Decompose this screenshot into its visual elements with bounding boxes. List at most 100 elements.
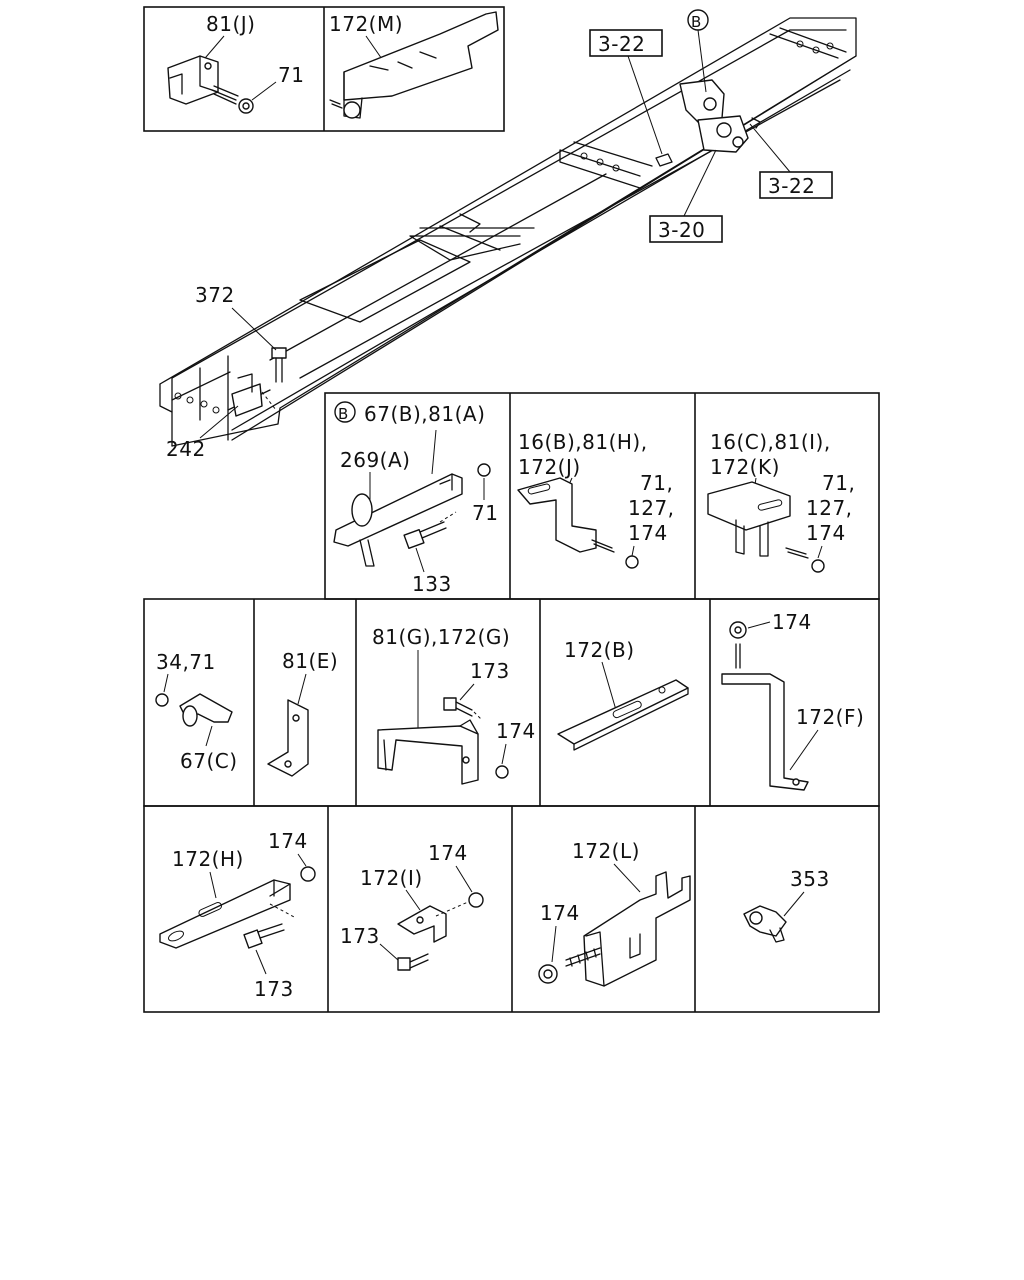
label-174-l: 174 (540, 901, 580, 925)
bracket-172m (329, 11, 499, 119)
leader-174-g (501, 743, 507, 765)
leader-ref-3-20 (683, 149, 717, 217)
leader-71 (251, 81, 277, 101)
cell-172l: 172(L) 174 (538, 839, 691, 987)
bracket-81j (167, 55, 219, 105)
leader-67b (431, 429, 437, 475)
leader-353 (783, 891, 805, 917)
leader-81e (297, 673, 307, 705)
leader-k-174 (817, 545, 823, 559)
label-k-127: 127, (806, 496, 853, 520)
cell-67c: 34,71 67(C) (155, 650, 237, 773)
label-71-b: 71 (472, 501, 498, 525)
bracket-81g (377, 725, 479, 785)
label-j-127: 127, (628, 496, 675, 520)
nut-71 (238, 98, 254, 114)
cell-172b: 172(B) (557, 638, 689, 751)
leader-173-h (255, 949, 267, 975)
label-174-g: 174 (496, 719, 536, 743)
callout-b: B (691, 13, 702, 31)
ref-3-22-right: 3-22 (768, 174, 815, 198)
cell-353: 353 (743, 867, 830, 943)
inset-panels: 81(J) 71 172(M) (143, 6, 505, 132)
nut-174-k (811, 559, 825, 573)
leader-ref-right (749, 123, 791, 173)
ref-3-22-top: 3-22 (598, 32, 645, 56)
cell-67b-81a: B 67(B),81(A) 269(A) 71 133 (333, 401, 498, 596)
label-242: 242 (166, 437, 206, 461)
label-353: 353 (790, 867, 830, 891)
bracket-172k (707, 481, 791, 531)
leader-174-i (455, 865, 473, 893)
leader-372 (231, 307, 277, 351)
cell-81e: 81(E) (267, 649, 338, 777)
label-174-f: 174 (772, 610, 812, 634)
nut-71-b (477, 463, 491, 477)
nut-174-h (300, 866, 316, 882)
bolt-372 (271, 347, 287, 383)
plate-172b (557, 679, 689, 745)
cell-172j: 16(B),81(H), 172(J) 71, 127, 174 (517, 430, 675, 569)
bracket-172l (583, 871, 691, 987)
leader-67c (205, 725, 213, 747)
leader-133 (415, 547, 425, 573)
label-j-71: 71, (640, 471, 673, 495)
label-81e: 81(E) (282, 649, 338, 673)
label-269a: 269(A) (340, 448, 410, 472)
bracket-172j (517, 477, 597, 553)
leader-172b (601, 661, 617, 711)
leader-242 (199, 405, 239, 439)
label-172h: 172(H) (172, 847, 244, 871)
leader-callout-b (697, 29, 707, 93)
label-j-174: 174 (628, 521, 668, 545)
leader-172h (209, 871, 217, 899)
parts-grid-frame (143, 392, 880, 1013)
label-16c-81i: 16(C),81(I), (710, 430, 831, 454)
bracket-242 (231, 373, 263, 417)
bolt-133 (403, 521, 447, 550)
label-172j: 172(J) (518, 455, 581, 479)
label-172f: 172(F) (796, 705, 864, 729)
nut-174-f (729, 621, 747, 639)
bracket-172h (159, 879, 291, 949)
label-172m: 172(M) (329, 12, 403, 36)
label-173-h: 173 (254, 977, 294, 1001)
leader-172f (789, 729, 819, 771)
leader-ref-top (627, 55, 663, 155)
bracket-172i (397, 905, 447, 943)
label-16b-81h: 16(B),81(H), (518, 430, 648, 454)
hole-67c (182, 705, 198, 727)
bolt-81j (211, 85, 239, 105)
label-173-i: 173 (340, 924, 380, 948)
label-372: 372 (195, 283, 235, 307)
label-172i: 172(I) (360, 866, 423, 890)
label-67b-81a: 67(B),81(A) (364, 402, 485, 426)
bolt-173-g (443, 697, 473, 717)
leader-174-h (297, 853, 307, 867)
label-k-174: 174 (806, 521, 846, 545)
ref-box-3-22-right (759, 171, 833, 199)
label-133: 133 (412, 572, 452, 596)
label-174-h: 174 (268, 829, 308, 853)
ref-box-3-22-top (589, 29, 663, 57)
leader-173-g (459, 683, 475, 701)
leader-172i (405, 889, 421, 911)
marker-b-circle (334, 401, 356, 423)
nut-174-g (495, 765, 509, 779)
label-172l: 172(L) (572, 839, 640, 863)
leader-173-i (379, 943, 399, 961)
ref-box-3-20 (649, 215, 723, 243)
label-71: 71 (278, 63, 304, 87)
cell-172i: 172(I) 174 173 (340, 841, 484, 971)
clip-353 (743, 905, 787, 943)
chassis-frame (159, 17, 857, 447)
label-81j: 81(J) (206, 12, 255, 36)
cell-172f: 174 172(F) (721, 610, 864, 791)
cell-172k: 16(C),81(I), 172(K) 71, 127, 174 (707, 430, 855, 573)
leader-174-f (747, 621, 771, 629)
nut-34 (155, 693, 169, 707)
label-172b: 172(B) (564, 638, 635, 662)
cell-81g-172g: 81(G),172(G) 173 174 (372, 625, 536, 785)
nut-174-l (538, 964, 558, 984)
